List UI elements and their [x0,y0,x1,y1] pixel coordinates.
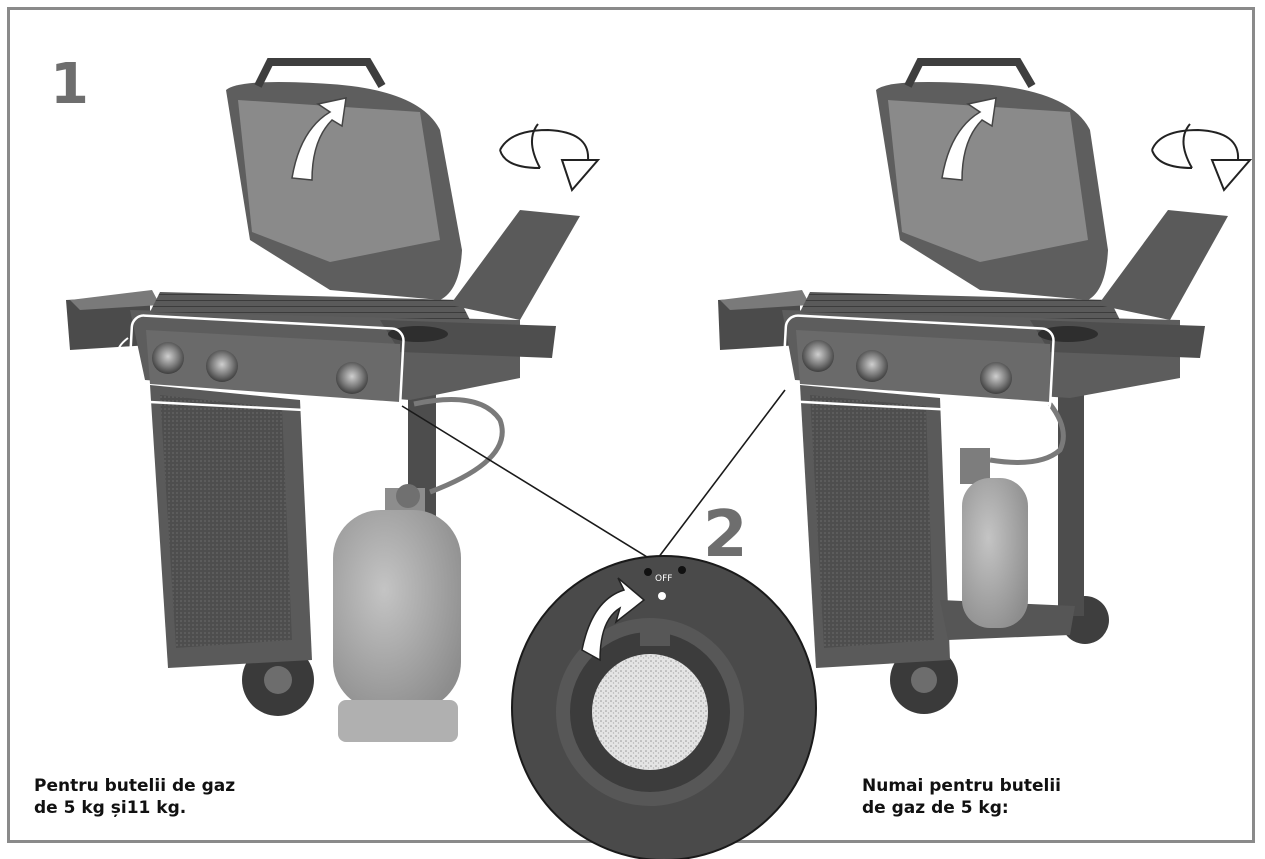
side-lid-left [450,210,580,320]
lid-handle-left [254,58,386,89]
caption-right-line2: de gaz de 5 kg: [862,798,1009,818]
gas-hose-right [989,402,1066,465]
gas-tank-right [960,448,1028,628]
knob-left-1 [152,342,184,374]
gas-hose-left [413,397,505,495]
knob-left-3 [336,362,368,394]
caption-left-line1: Pentru butelii de gaz [34,776,236,796]
step-number-2: 2 [703,498,748,572]
knob-right-2 [856,350,888,382]
knob-right-1 [802,340,834,372]
caption-left: Pentru butelii de gaz de 5 kg și11 kg. [34,775,235,819]
control-panel-left [146,330,400,402]
grill-right [718,58,1228,714]
knob-left-2 [206,350,238,382]
off-label: OFF [655,574,673,584]
highlight-panel-left [127,314,405,416]
knob-face [592,654,708,770]
knob-right-3 [980,362,1012,394]
lift-lid-arrow-left [291,97,347,181]
rotate-arrow-right [1151,123,1253,192]
caption-left-line2: de 5 kg și11 kg. [34,798,187,818]
grill-left [66,58,580,742]
side-shelf-right [718,296,800,350]
off-indicator-dot [658,592,666,600]
lift-lid-arrow-right [941,97,997,181]
rotate-arrow-left [499,123,601,192]
gas-tank-left [333,484,461,742]
lid-handle-right [904,58,1036,89]
leader-line-right [654,389,786,563]
step-number-1: 1 [50,52,89,117]
caption-right: Numai pentru butelii de gaz de 5 kg: [862,775,1061,819]
highlight-panel-right [781,314,1055,416]
caption-right-line1: Numai pentru butelii [862,776,1062,796]
turn-knob-arrow [581,577,646,662]
side-lid-right [1098,210,1228,320]
leader-line-left [401,405,653,561]
knob-detail-circle [511,555,817,859]
